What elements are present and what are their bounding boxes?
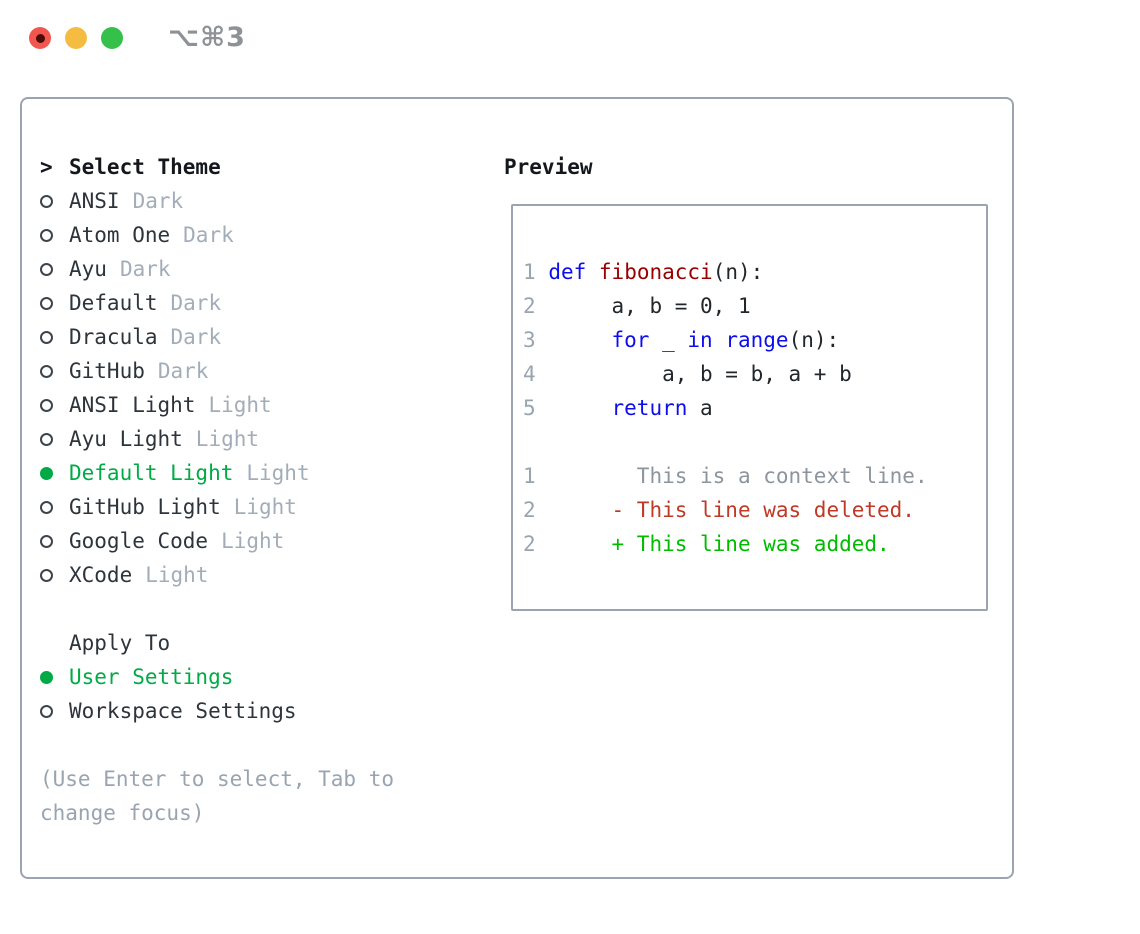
zoom-button[interactable] [101,27,123,49]
theme-variant-label: Light [246,461,310,485]
radio-icon [40,670,53,684]
minimize-button[interactable] [65,27,87,49]
radio-icon [40,194,53,208]
spacer [40,592,480,626]
radio-icon [40,568,53,582]
preview-title: Preview [504,155,593,179]
theme-list-column: > Select Theme ANSI Dark Atom One Dark A… [40,150,480,830]
radio-icon [40,228,53,242]
theme-name-label: Ayu Light [69,427,183,451]
theme-name-label: Google Code [69,529,209,553]
theme-variant-label: Dark [170,325,222,349]
apply-to-option-label: User Settings [69,665,234,689]
radio-icon [40,704,53,718]
radio-icon [40,466,53,480]
theme-name-label: Default [69,291,158,315]
line-number: 1 [523,464,536,488]
code-line: 4 a, b = b, a + b [523,362,852,386]
prompt-chevron-icon: > [40,155,53,179]
code-line: 2 a, b = 0, 1 [523,294,751,318]
theme-name-label: ANSI Light [69,393,196,417]
code-line: 2 - This line was deleted. [523,498,915,522]
code-line: 1 def fibonacci(n): [523,260,764,284]
theme-option[interactable]: Google Code Light [40,524,480,558]
titlebar: ⌥⌘3 [0,0,1140,76]
traffic-lights [29,27,123,49]
theme-name-label: Dracula [69,325,158,349]
radio-icon [40,500,53,514]
radio-icon [40,262,53,276]
theme-name-label: GitHub [69,359,145,383]
apply-to-header: Apply To [40,626,480,660]
select-theme-title: Select Theme [69,155,221,179]
line-number: 2 [523,498,536,522]
apply-to-option-label: Workspace Settings [69,699,297,723]
apply-to-list: User Settings Workspace Settings [40,660,480,728]
theme-variant-label: Light [195,427,260,451]
radio-icon [40,330,53,344]
radio-icon [40,296,53,310]
line-number: 2 [523,532,536,556]
theme-variant-label: Dark [119,257,171,281]
theme-variant-label: Dark [157,359,209,383]
code-line: 2 + This line was added. [523,532,890,556]
theme-option[interactable]: GitHub Dark [40,354,480,388]
theme-name-label: Atom One [69,223,171,247]
code-line: 5 return a [523,396,713,420]
line-number: 3 [523,328,536,352]
theme-option[interactable]: ANSI Dark [40,184,480,218]
keyboard-hint: (Use Enter to select, Tab to change focu… [40,767,395,825]
theme-list: ANSI Dark Atom One Dark Ayu Dark Default… [40,184,480,592]
close-button[interactable] [29,27,51,49]
theme-option[interactable]: Default Light Light [40,456,480,490]
theme-picker-panel: > Select Theme ANSI Dark Atom One Dark A… [20,97,1014,879]
theme-option[interactable]: ANSI Light Light [40,388,480,422]
theme-option[interactable]: XCode Light [40,558,480,592]
preview-code-box: 1 def fibonacci(n): 2 a, b = 0, 1 3 for _ … [511,204,988,611]
line-number: 1 [523,260,536,284]
theme-option[interactable]: GitHub Light Light [40,490,480,524]
preview-column: Preview 1 def fibonacci(n): 2 a, b = 0, 1… [504,150,988,611]
window-title: ⌥⌘3 [168,22,246,53]
radio-icon [40,364,53,378]
line-number: 5 [523,396,536,420]
theme-variant-label: Dark [183,223,234,247]
code-line: 1 This is a context line. [523,464,928,488]
code-line: 3 for _ in range(n): [523,328,840,352]
theme-name-label: Default Light [69,461,234,485]
line-number: 4 [523,362,536,386]
theme-name-label: ANSI [69,189,120,213]
theme-variant-label: Light [145,563,209,587]
radio-icon [40,534,53,548]
theme-option[interactable]: Default Dark [40,286,480,320]
theme-name-label: Ayu [69,257,107,281]
code-line [523,425,986,459]
apply-to-option[interactable]: Workspace Settings [40,694,480,728]
theme-option[interactable]: Atom One Dark [40,218,480,252]
theme-variant-label: Light [221,529,285,553]
theme-variant-label: Dark [170,291,222,315]
theme-option[interactable]: Ayu Light Light [40,422,480,456]
line-number: 2 [523,294,536,318]
select-theme-header: > Select Theme [40,150,480,184]
unsaved-indicator-dot [35,33,45,43]
radio-icon [40,398,53,412]
theme-variant-label: Light [233,495,297,519]
theme-variant-label: Dark [132,189,184,213]
apply-to-option[interactable]: User Settings [40,660,480,694]
theme-option[interactable]: Dracula Dark [40,320,480,354]
theme-variant-label: Light [208,393,272,417]
radio-icon [40,432,53,446]
theme-option[interactable]: Ayu Dark [40,252,480,286]
apply-to-title: Apply To [69,631,171,655]
spacer [40,728,480,762]
theme-name-label: GitHub Light [69,495,221,519]
theme-name-label: XCode [69,563,133,587]
